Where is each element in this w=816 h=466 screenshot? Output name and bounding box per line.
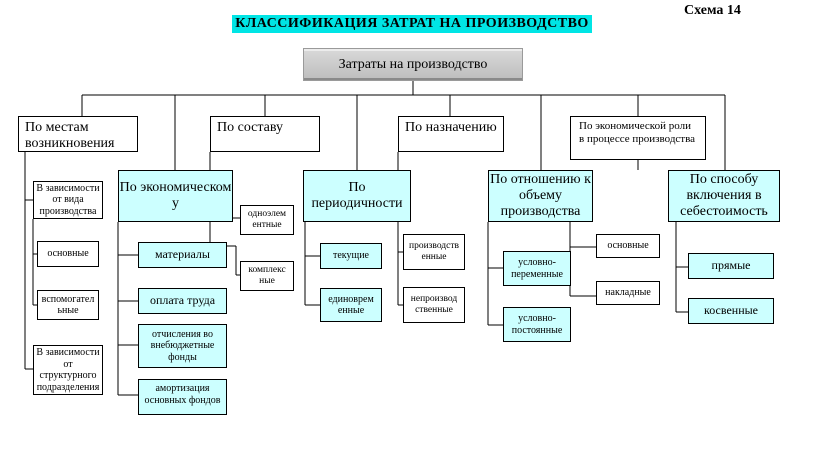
category-economic-role: По экономической роли в процессе произво…	[570, 116, 706, 160]
diagram-title: КЛАССИФИКАЦИЯ ЗАТРАТ НА ПРОИЗВОДСТВО	[232, 15, 592, 33]
category-composition: По составу	[210, 116, 320, 152]
volume-fixed: условно- постоянные	[503, 307, 571, 342]
economic-depreciation: амортизация основных фондов	[138, 379, 227, 415]
location-main: основные	[37, 241, 99, 267]
location-auxiliary: вспомогател ьные	[37, 290, 99, 320]
location-by-unit: В зависимости от структурного подразделе…	[33, 345, 103, 395]
economic-wages: оплата труда	[138, 288, 227, 314]
purpose-productive: производств енные	[403, 234, 465, 270]
subheader-inclusion: По способу включения в себестоимость	[668, 170, 780, 222]
inclusion-indirect: косвенные	[688, 298, 774, 324]
purpose-unproductive: непроизвод ственные	[403, 287, 465, 323]
subheader-volume: По отношению к объему производства	[488, 170, 593, 222]
subheader-economic: По экономическом у	[118, 170, 233, 222]
economic-contributions: отчисления во внебюджетные фонды	[138, 324, 227, 368]
inclusion-direct: прямые	[688, 253, 774, 279]
composition-single: одноэлем ентные	[240, 205, 294, 235]
volume-variable: условно- переменные	[503, 251, 571, 286]
role-overhead: накладные	[596, 281, 660, 305]
scheme-number: Схема 14	[684, 3, 741, 18]
periodicity-one-time: единоврем енные	[320, 288, 382, 322]
subheader-periodicity: По периодичности	[303, 170, 411, 222]
periodicity-current: текущие	[320, 243, 382, 269]
economic-materials: материалы	[138, 242, 227, 268]
category-purpose: По назначению	[398, 116, 504, 152]
composition-complex: комплекс ные	[240, 261, 294, 291]
category-location: По местам возникновения	[18, 116, 138, 152]
role-main: основные	[596, 234, 660, 258]
location-by-type: В зависимости от вида производства	[33, 181, 103, 219]
root-node: Затраты на производство	[303, 48, 523, 81]
